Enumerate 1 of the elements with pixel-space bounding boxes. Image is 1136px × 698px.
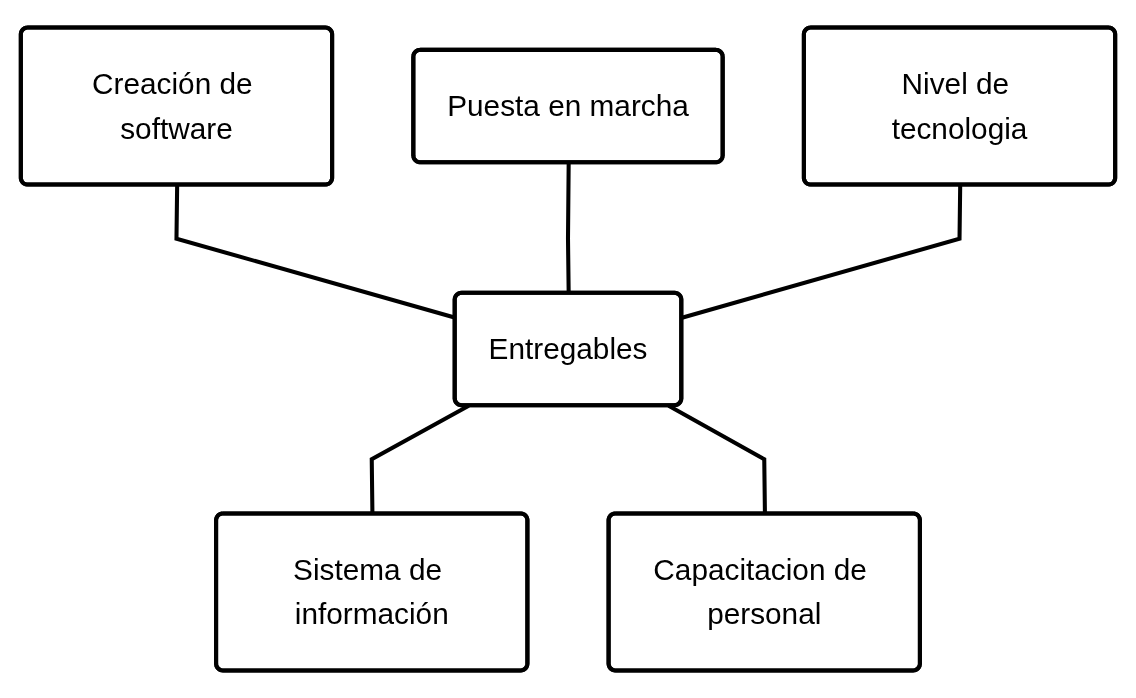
connector (565, 162, 571, 294)
